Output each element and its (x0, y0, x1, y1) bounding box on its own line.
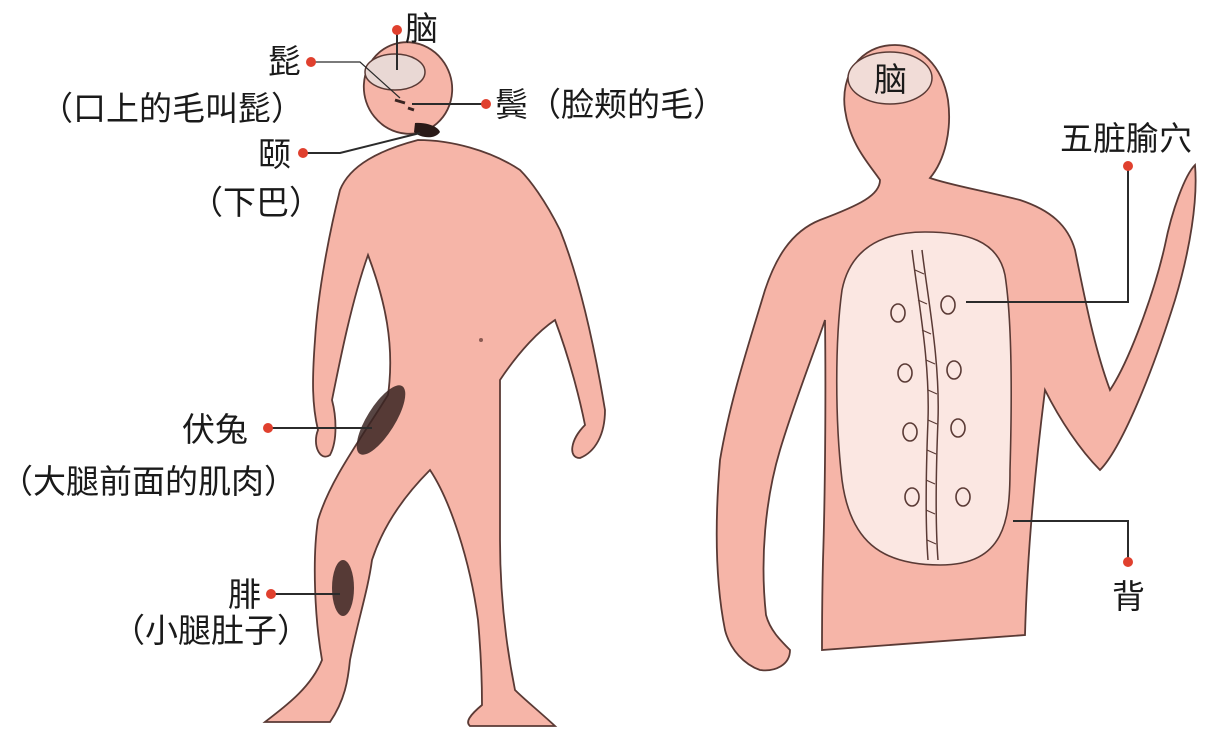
dot-mustache (306, 57, 316, 67)
label-thigh-muscle-note: （大腿前面的肌肉） (0, 465, 297, 498)
label-back-brain: 脑 (874, 63, 907, 96)
dot-acupoints (1123, 161, 1133, 171)
label-back: 背 (1112, 580, 1145, 613)
dot-back (1123, 557, 1133, 567)
label-sideburn: 鬓（脸颊的毛） (495, 88, 726, 121)
label-mustache-note: （口上的毛叫髭） (40, 92, 304, 125)
label-front-brain: 脑 (405, 12, 438, 45)
label-chin: 颐 (258, 138, 291, 171)
back-panel (837, 232, 1011, 565)
label-mustache: 髭 (268, 45, 301, 78)
front-navel (479, 338, 483, 342)
label-calf: 腓 (228, 578, 261, 611)
dot-thigh (263, 423, 273, 433)
label-acupoints: 五脏腧穴 (1060, 122, 1192, 155)
label-calf-note: （小腿肚子） (112, 614, 310, 647)
front-brain-region (365, 54, 425, 90)
label-chin-note: （下巴） (190, 186, 322, 219)
front-body (265, 140, 605, 726)
front-figure (265, 31, 605, 726)
dot-brain (392, 25, 402, 35)
dot-sideburn (481, 99, 491, 109)
dot-calf (266, 589, 276, 599)
front-calf (332, 560, 354, 616)
dot-chin (298, 148, 308, 158)
label-thigh-muscle: 伏兔 (182, 413, 248, 446)
